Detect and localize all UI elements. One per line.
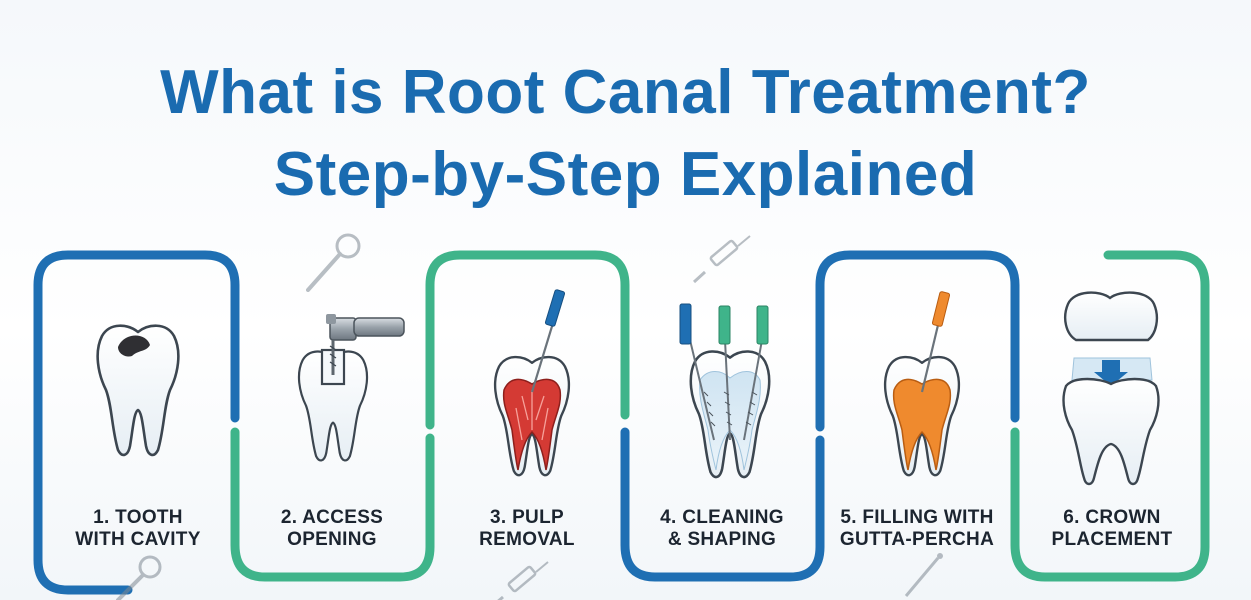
tooth-with-cavity-icon [96,324,180,457]
step-label-6: 6. CROWN PLACEMENT [1051,507,1173,550]
step-label-4: 4. CLEANING & SHAPING [660,507,784,550]
step-label-5: 5. FILLING WITH GUTTA-PERCHA [839,507,995,550]
dental-probe-icon [904,553,943,597]
step-label-1: 1. TOOTH WITH CAVITY [75,507,201,550]
gutta-percha-filling-icon [883,291,961,477]
dental-mirror-bottom-icon [116,555,162,600]
step-label-3: 3. PULP REMOVAL [479,507,575,550]
step-path-6 [1010,250,1210,582]
title-line-1: What is Root Canal Treatment? [160,58,1091,127]
syringe-icon [692,235,751,284]
step-path-3 [425,250,630,430]
crown-icon [1062,291,1160,486]
endodontic-files-icon [679,303,771,479]
syringe-bottom-icon [497,561,549,600]
step-path-4 [620,427,825,582]
step-path-1 [33,250,240,595]
dental-drill-icon [297,314,405,462]
title-line-2: Step-by-Step Explained [273,140,978,209]
step-label-2: 2. ACCESS OPENING [280,507,384,550]
infected-pulp-icon [493,289,571,477]
dental-mirror-icon [306,233,361,292]
step-path-2 [230,427,435,582]
step-path-5 [815,250,1020,432]
